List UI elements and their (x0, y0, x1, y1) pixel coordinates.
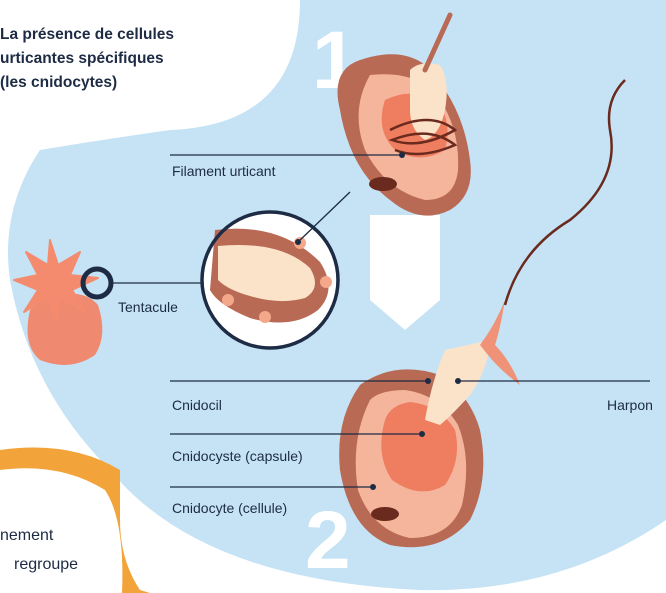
dot-filament (399, 152, 405, 158)
label-cnidocyte: Cnidocyte (cellule) (172, 500, 287, 516)
title-line-2: urticantes spécifiques (0, 48, 164, 70)
title-line-3: (les cnidocytes) (0, 72, 117, 94)
label-cnidocyste: Cnidocyste (capsule) (172, 448, 303, 464)
dot-cnidocyte (370, 484, 376, 490)
dot-cnidocil (425, 378, 431, 384)
body-text-fragment-1: nement (0, 527, 53, 545)
tentacle-zoom (202, 212, 338, 348)
step-number-2: 2 (305, 495, 351, 586)
cnidocyte-dot-2 (320, 276, 332, 288)
cnidocyte-dot-3 (259, 311, 271, 323)
body-text-fragment-2: regroupe (14, 556, 78, 574)
nucleus-top (369, 177, 397, 191)
label-tentacule: Tentacule (118, 299, 178, 315)
label-harpon: Harpon (607, 397, 653, 413)
dot-filament-zoom (295, 239, 301, 245)
nucleus-bottom (371, 507, 399, 521)
anemone-body (28, 294, 103, 365)
label-cnidocil: Cnidocil (172, 397, 222, 413)
title-line-1: La présence de cellules (0, 24, 174, 46)
label-filament: Filament urticant (172, 163, 275, 179)
cnidocyte-dot-4 (222, 294, 234, 306)
dot-cnidocyste (419, 431, 425, 437)
dot-harpon (455, 378, 461, 384)
